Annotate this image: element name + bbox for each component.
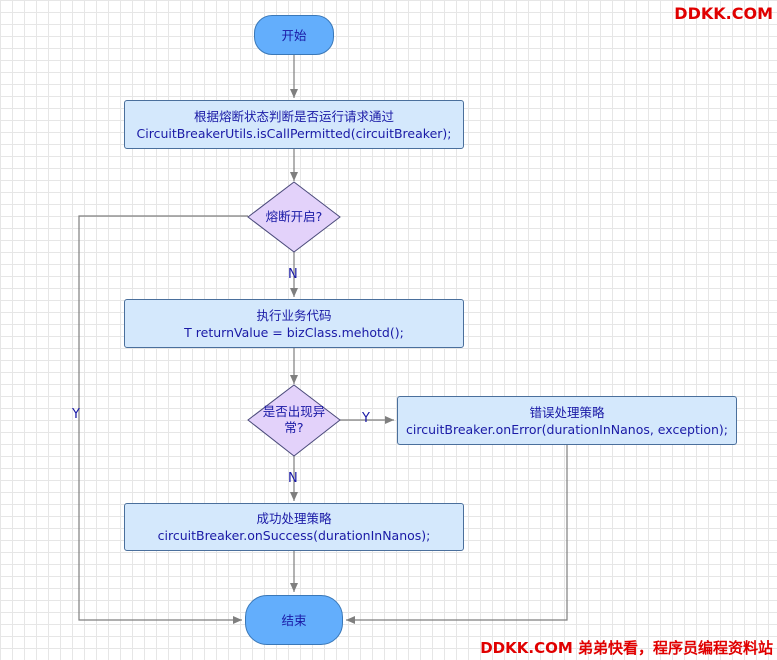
watermark-top: DDKK.COM [674,4,773,23]
start-label: 开始 [281,27,307,43]
success-handling-step: 成功处理策略 circuitBreaker.onSuccess(duration… [124,503,464,551]
edge-error-to-end [346,445,568,624]
edge-open-yes-to-end [78,215,248,624]
start-node: 开始 [254,15,334,55]
error-step-title: 错误处理策略 [529,404,605,420]
exec-step-code: T returnValue = bizClass.mehotd(); [184,324,404,340]
edge-label-open-no: N [288,267,298,282]
check-step-code: CircuitBreakerUtils.isCallPermitted(circ… [136,125,452,141]
end-label: 结束 [281,612,307,628]
decision-open-shape [247,181,341,253]
check-step-title: 根据熔断状态判断是否运行请求通过 [193,108,394,124]
error-step-code: circuitBreaker.onError(durationInNanos, … [406,421,728,437]
end-node: 结束 [245,595,343,645]
decision-error-label: 是否出现异 常? [262,404,326,435]
success-step-code: circuitBreaker.onSuccess(durationInNanos… [157,528,431,543]
decision-error-shape [247,384,341,457]
edge-label-error-yes: Y [362,411,370,426]
edge-label-open-yes: Y [72,407,80,422]
exec-step-title: 执行业务代码 [256,307,332,323]
check-permission-step: 根据熔断状态判断是否运行请求通过 CircuitBreakerUtils.isC… [124,100,464,149]
error-handling-step: 错误处理策略 circuitBreaker.onError(durationIn… [397,396,737,445]
edge-label-error-no: N [288,471,298,486]
watermark-bottom: DDKK.COM 弟弟快看，程序员编程资料站 [480,639,773,657]
decision-open-label: 熔断开启? [265,209,323,224]
success-step-title: 成功处理策略 [256,511,332,526]
execute-business-step: 执行业务代码 T returnValue = bizClass.mehotd()… [124,299,464,348]
